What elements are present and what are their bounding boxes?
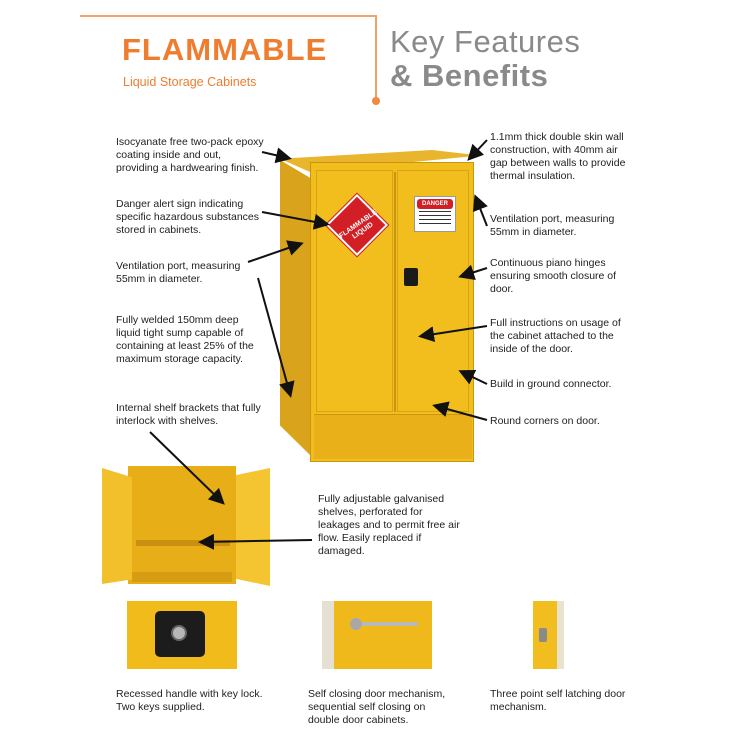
closer-pivot <box>350 618 362 630</box>
open-cabinet-door-left <box>102 468 132 584</box>
open-cabinet-door-right <box>236 468 270 586</box>
callout-round-corners: Round corners on door. <box>490 415 600 427</box>
closer-rod <box>352 622 418 626</box>
caption-handle: Recessed handle with key lock. Two keys … <box>116 688 263 713</box>
open-cabinet-shelf <box>136 540 230 546</box>
arrow-sump <box>257 277 295 398</box>
arrow-danger-sign <box>261 211 330 230</box>
cabinet-door-left <box>316 170 393 412</box>
open-cabinet-interior <box>128 466 236 584</box>
header-frame-top <box>80 15 376 17</box>
callout-sump: Fully welded 150mm deep liquid tight sum… <box>116 314 254 365</box>
open-cabinet-floor <box>132 572 232 582</box>
danger-sign: DANGER <box>414 196 456 232</box>
arrow-epoxy <box>261 147 292 164</box>
callout-shelf-brackets: Internal shelf brackets that fully inter… <box>116 402 261 427</box>
cabinet-sump-plinth <box>314 414 472 459</box>
header-frame-dot <box>372 97 380 105</box>
arrow-vent-left <box>247 240 304 263</box>
callout-vent-left: Ventilation port, measuring 55mm in diam… <box>116 260 241 285</box>
page-subtitle: Liquid Storage Cabinets <box>123 75 257 89</box>
callout-vent-right: Ventilation port, measuring 55mm in diam… <box>490 213 615 238</box>
cabinet-side <box>280 160 310 455</box>
header-frame-right <box>375 15 377 101</box>
arrow-vent-right <box>472 194 488 227</box>
key-features-heading: Key Features <box>390 24 581 59</box>
benefits-heading: & Benefits <box>390 58 549 93</box>
callout-ground: Build in ground connector. <box>490 378 612 390</box>
page-title: FLAMMABLE <box>122 32 328 67</box>
callout-shelves: Fully adjustable galvanised shelves, per… <box>318 493 460 557</box>
self-closing-photo-edge <box>322 601 334 669</box>
self-closing-photo <box>322 601 432 669</box>
caption-latching: Three point self latching door mechanism… <box>490 688 626 713</box>
callout-hinges: Continuous piano hinges ensuring smooth … <box>490 257 617 295</box>
key-lock-icon <box>171 625 187 641</box>
callout-danger-sign: Danger alert sign indicating specific ha… <box>116 198 259 236</box>
danger-sign-text-lines <box>419 211 451 227</box>
cabinet-door-seam <box>394 172 396 412</box>
arrow-shelves <box>198 533 313 550</box>
latch-lock-icon <box>539 628 547 642</box>
arrow-round-corners <box>432 401 488 421</box>
callout-epoxy: Isocyanate free two-pack epoxy coating i… <box>116 136 264 174</box>
latching-photo-edge <box>557 601 564 669</box>
arrow-shelf-brackets <box>149 431 225 505</box>
arrow-double-skin <box>467 139 488 161</box>
callout-double-skin: 1.1mm thick double skin wall constructio… <box>490 131 626 182</box>
callout-instructions: Full instructions on usage of the cabine… <box>490 317 621 355</box>
arrow-ground <box>458 369 488 385</box>
arrow-instructions <box>418 325 488 343</box>
caption-self-closing: Self closing door mechanism, sequential … <box>308 688 446 726</box>
danger-sign-header: DANGER <box>417 199 453 209</box>
cabinet-handle <box>404 268 418 286</box>
arrow-hinges <box>458 264 488 280</box>
